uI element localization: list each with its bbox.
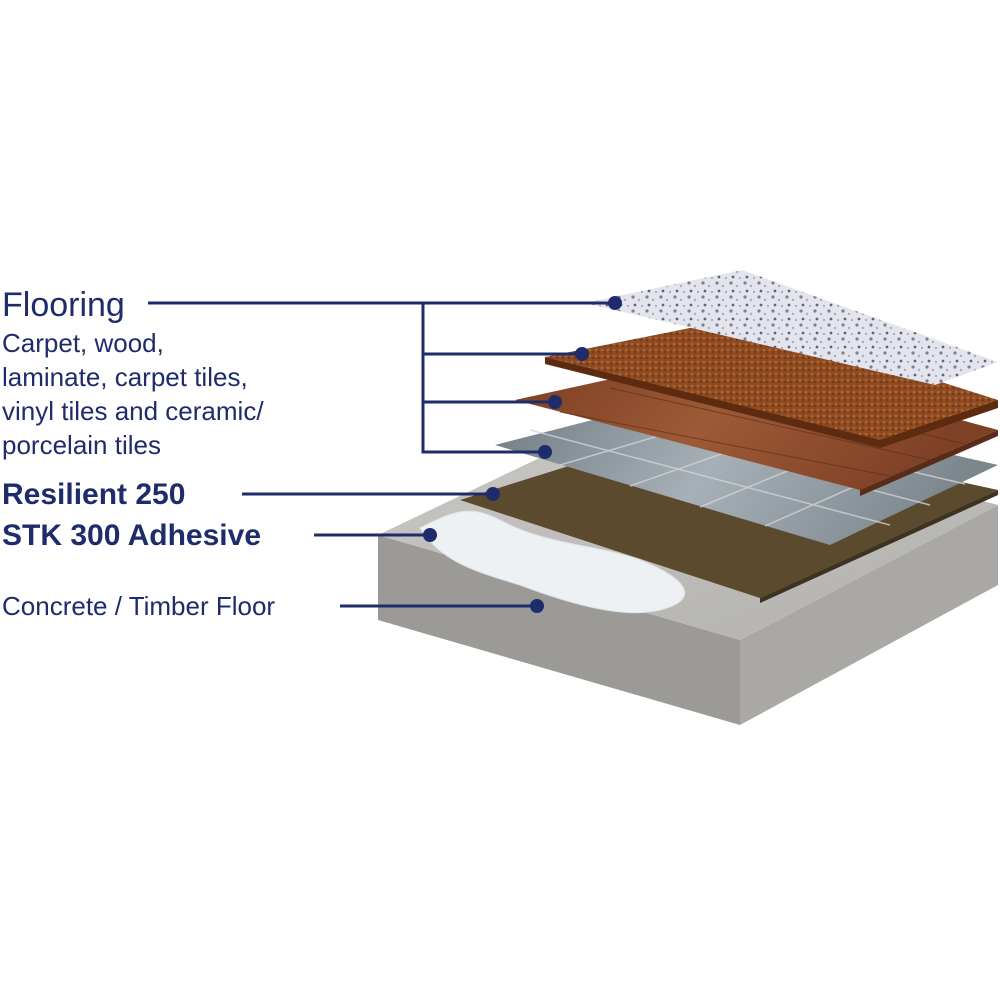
concrete-slab-side-face [740, 505, 998, 725]
dot-resilient [486, 487, 500, 501]
dot-adhesive [423, 528, 437, 542]
vinyl-layer [585, 270, 998, 385]
leader-dots [423, 296, 622, 613]
carpet-layer [545, 318, 998, 440]
dot-substrate [530, 599, 544, 613]
dot-wood [548, 395, 562, 409]
dot-tile [538, 445, 552, 459]
dot-carpet [575, 347, 589, 361]
adhesive-layer [419, 510, 685, 614]
resilient-label: Resilient 250 [2, 478, 186, 511]
adhesive-label: STK 300 Adhesive [2, 519, 261, 552]
underlay-edge [760, 490, 998, 603]
concrete-slab-front-face [378, 535, 740, 725]
wood-edge [860, 430, 998, 496]
wood-layer [515, 355, 998, 490]
dot-vinyl [608, 296, 622, 310]
leader-lines [148, 301, 615, 608]
flooring-title: Flooring [2, 286, 125, 324]
substrate-label: Concrete / Timber Floor [2, 591, 276, 621]
leader-flooring-branch [421, 303, 545, 454]
flooring-description: Carpet, wood, laminate, carpet tiles, vi… [2, 328, 264, 460]
tile-layer [495, 395, 998, 545]
